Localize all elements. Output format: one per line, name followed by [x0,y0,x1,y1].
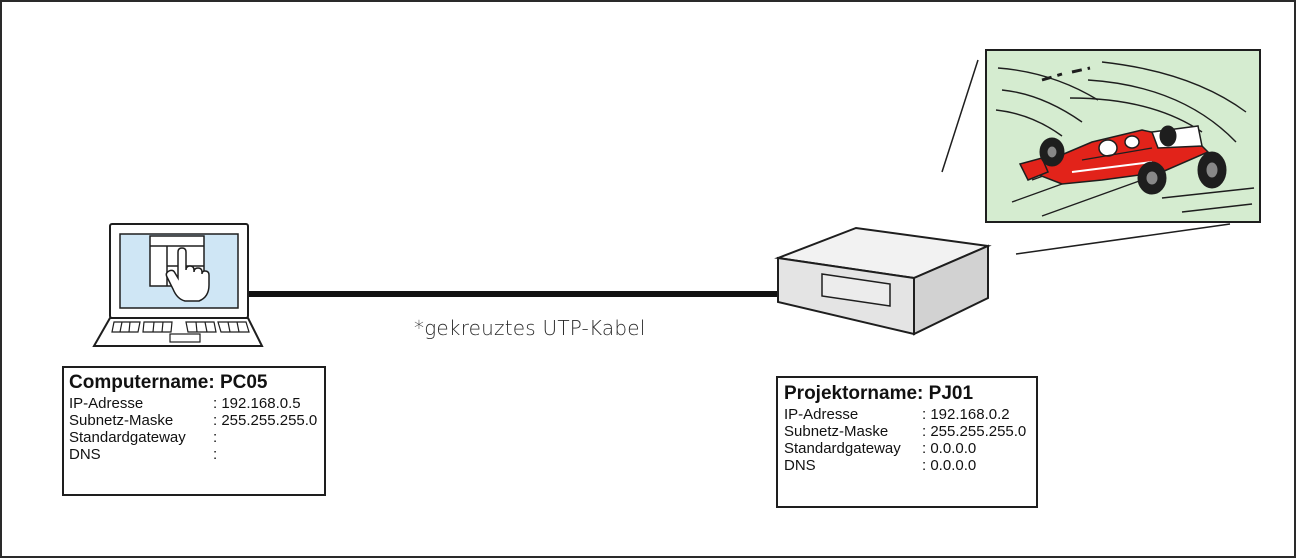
cable-label: *gekreuztes UTP-Kabel [414,316,646,340]
projector-subnet-row: Subnetz-Maske 255.255.255.0 [784,423,1036,440]
projector-ip-row: IP-Adresse 192.168.0.2 [784,406,1036,423]
dns-label: DNS [784,457,816,474]
projector-gateway-row: Standardgateway 0.0.0.0 [784,440,1036,457]
computer-ip-row: IP-Adresse 192.168.0.5 [69,395,324,412]
ip-label: IP-Adresse [69,395,144,412]
projector-dns-row: DNS 0.0.0.0 [784,457,1036,474]
gateway-label: Standardgateway [69,429,186,446]
projection-beam-bottom [1015,223,1231,255]
computer-subnet-row: Subnetz-Maske 255.255.255.0 [69,412,324,429]
subnet-label: Subnetz-Maske [69,412,174,429]
computer-dns-row: DNS [69,446,324,463]
projector-info-box: Projektorname: PJ01 IP-Adresse 192.168.0… [776,376,1038,508]
gateway-label: Standardgateway [784,440,901,457]
laptop-icon [92,223,264,347]
projector-name: Projektorname: PJ01 [784,383,974,404]
race-car-wheels [1039,125,1227,195]
projector-lens-window [821,273,891,307]
projection-beam-top [941,59,979,173]
ip-value: 192.168.0.2 [922,406,1009,423]
laptop-base [92,317,264,347]
computer-gateway-row: Standardgateway [69,429,324,446]
dns-label: DNS [69,446,101,463]
subnet-value: 255.255.255.0 [213,412,317,429]
ip-value: 192.168.0.5 [213,395,300,412]
race-car-illustration [985,49,1261,223]
subnet-label: Subnetz-Maske [784,423,889,440]
computer-info-box: Computername: PC05 IP-Adresse 192.168.0.… [62,366,326,496]
subnet-value: 255.255.255.0 [922,423,1026,440]
keyboard-icon [111,321,250,343]
projector-icon [774,226,992,336]
computer-name: Computername: PC05 [69,372,268,393]
gateway-value: 0.0.0.0 [922,440,976,457]
hand-pointer-icon [165,247,210,302]
ip-label: IP-Adresse [784,406,859,423]
gateway-value [213,429,221,446]
dns-value: 0.0.0.0 [922,457,976,474]
dns-value [213,446,221,463]
